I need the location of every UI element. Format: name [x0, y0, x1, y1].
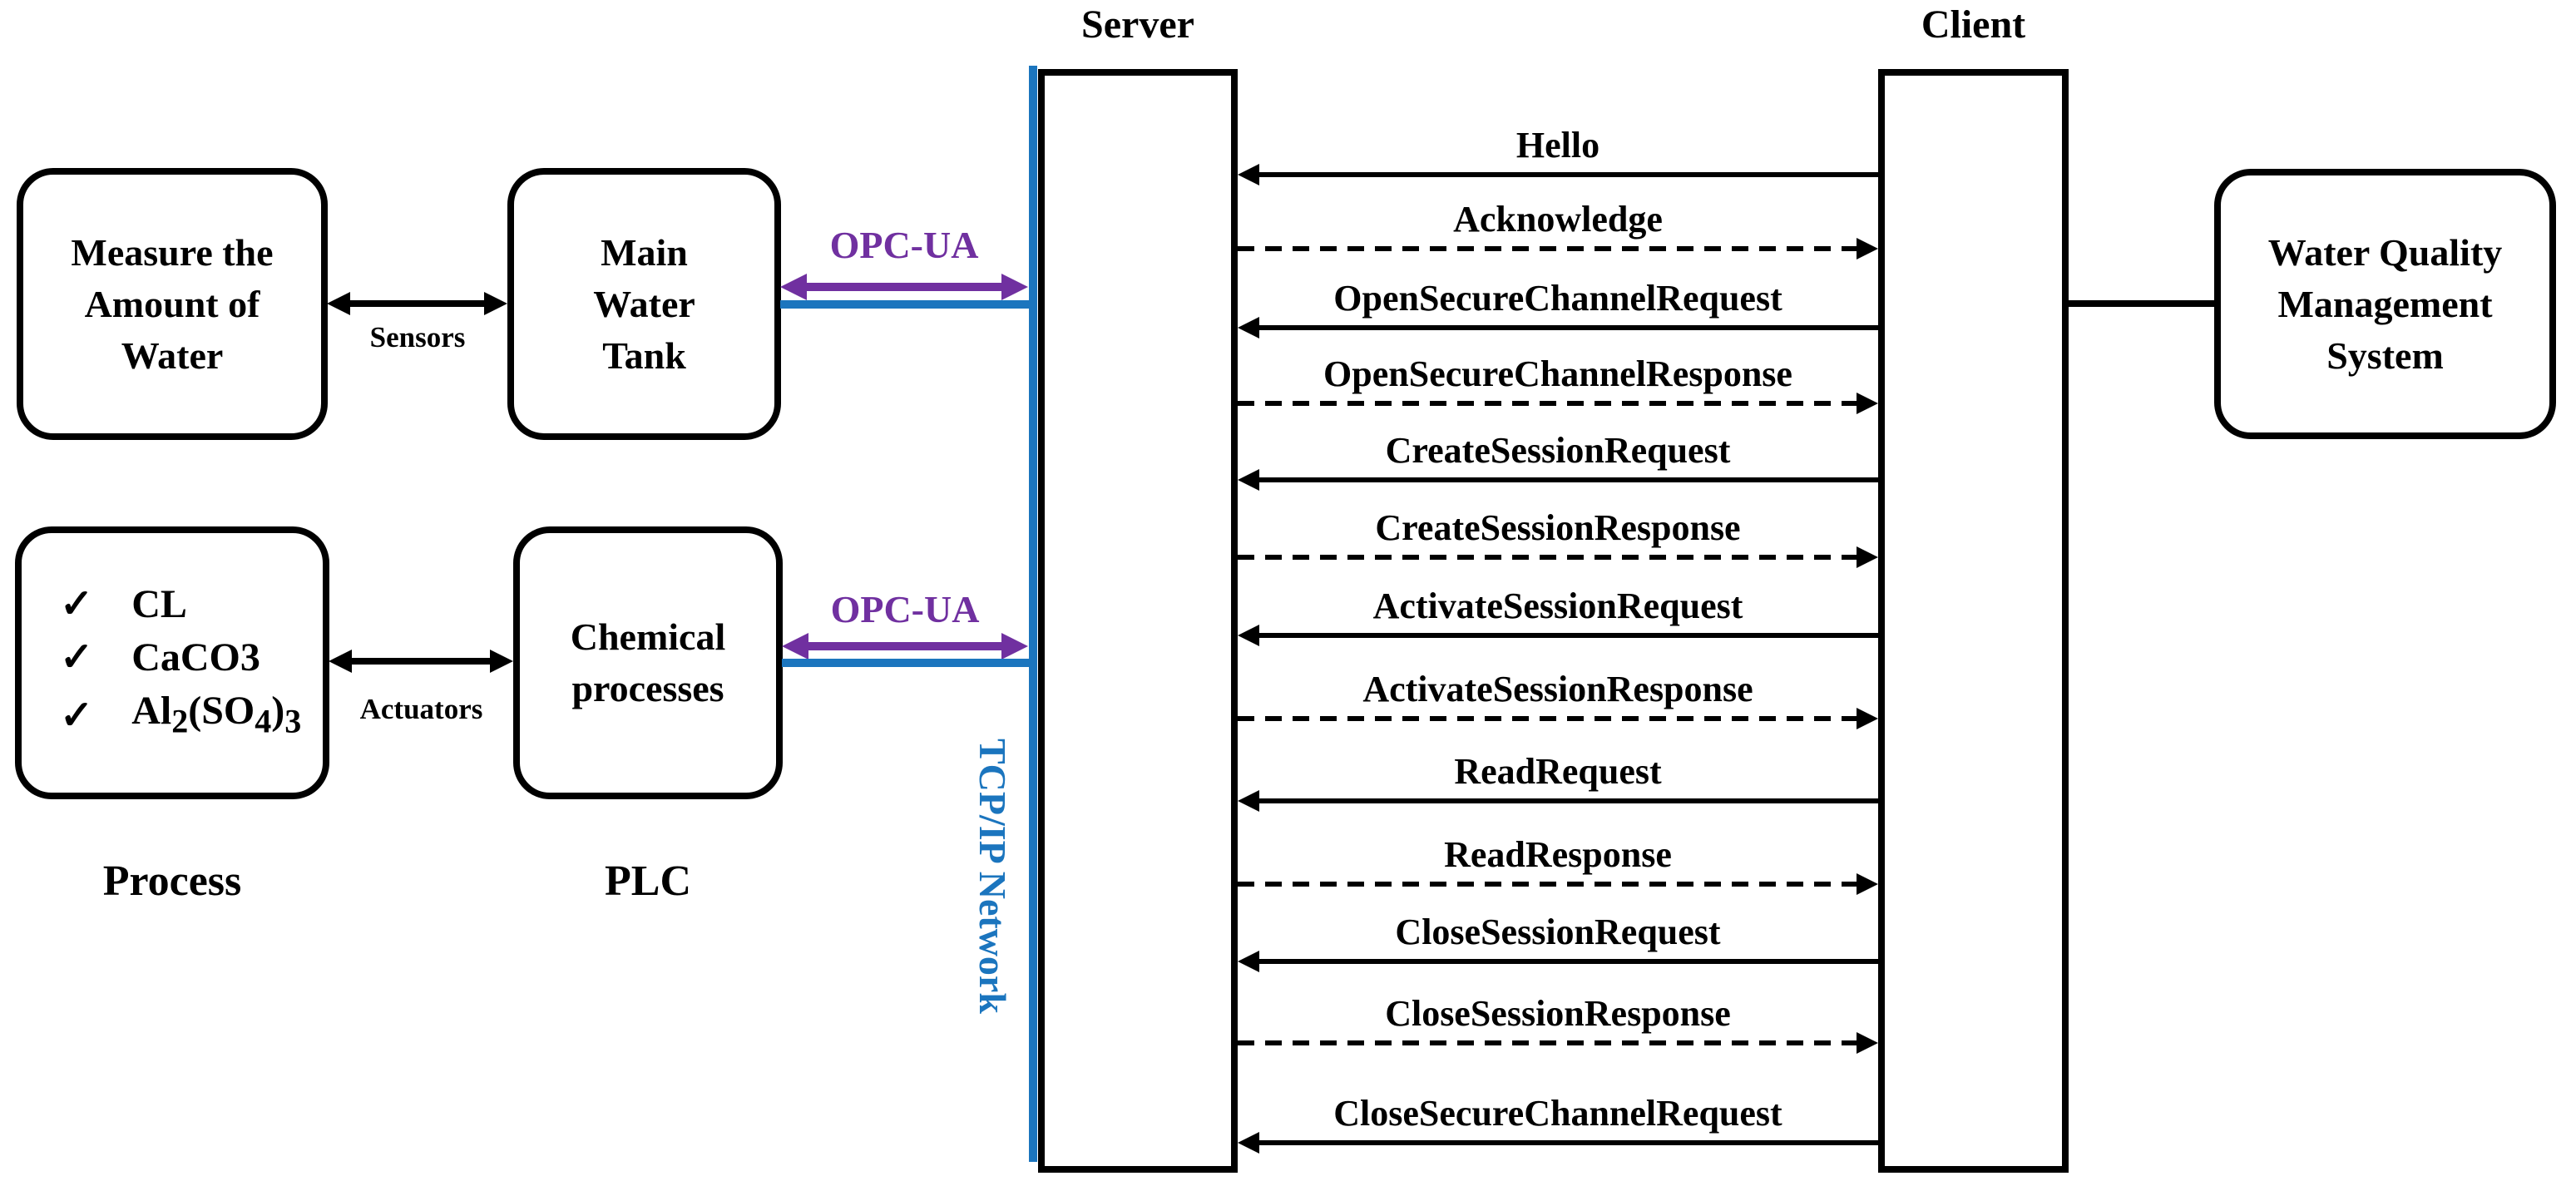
message-arrow-line — [1258, 477, 1878, 482]
message-arrow-line — [1258, 633, 1878, 638]
message-arrow-line — [1258, 1140, 1878, 1145]
message-label: ReadResponse — [1444, 834, 1672, 875]
message-label: CloseSessionRequest — [1395, 912, 1721, 952]
arrowhead-icon — [1857, 546, 1878, 568]
message-arrow-line — [1238, 882, 1858, 887]
arrow-shaft — [345, 658, 497, 665]
wqms-line: Water Quality — [2267, 230, 2503, 274]
arrow-shaft — [802, 283, 1006, 291]
server-title: Server — [1081, 2, 1194, 47]
chemical-processes-box: Chemical processes — [513, 526, 783, 799]
measure-water-line: Water — [121, 334, 224, 377]
message-arrow-line — [1238, 1040, 1858, 1045]
tcpip-link-top — [780, 300, 1037, 309]
message-arrow-line — [1238, 716, 1858, 721]
measure-water-line: Amount of — [84, 282, 260, 325]
checklist-item: ✓ CaCO3 — [60, 635, 260, 679]
message-arrow-line — [1258, 959, 1878, 964]
arrowhead-icon — [1238, 317, 1259, 339]
message-label: OpenSecureChannelRequest — [1333, 278, 1782, 319]
arrowhead-right-icon — [490, 650, 513, 673]
arrowhead-icon — [1857, 238, 1878, 259]
arrowhead-icon — [1857, 708, 1878, 729]
arrowhead-icon — [1238, 625, 1259, 646]
wqms-line: Management — [2277, 282, 2493, 325]
main-water-tank-line: Water — [593, 282, 695, 325]
opcua-label-top: OPC-UA — [829, 224, 979, 266]
wqms-box: Water Quality Management System — [2214, 169, 2556, 439]
checklist-item: ✓ CL — [60, 581, 187, 626]
process-caption: Process — [102, 857, 242, 905]
arrowhead-icon — [1238, 1132, 1259, 1154]
message-label: CreateSessionRequest — [1385, 430, 1731, 471]
measure-water-box: Measure the Amount of Water — [17, 168, 328, 440]
check-icon: ✓ — [60, 635, 94, 679]
check-icon: ✓ — [60, 581, 94, 626]
arrow-shaft — [344, 300, 491, 307]
message-label: CloseSessionResponse — [1385, 993, 1731, 1034]
checklist-item: ✓ Al2(SO4)3 — [60, 688, 302, 742]
message-arrow-line — [1258, 325, 1878, 330]
arrowhead-icon — [1238, 951, 1259, 972]
check-icon: ✓ — [60, 694, 94, 738]
client-lifeline — [1878, 69, 2069, 1173]
checklist-item-label: Al2(SO4)3 — [131, 688, 302, 740]
chemical-processes-line: Chemical — [570, 615, 726, 658]
sensors-label: Sensors — [369, 321, 466, 353]
tcpip-bus-line — [1029, 66, 1037, 1162]
arrowhead-icon — [1238, 469, 1259, 491]
measure-water-line: Measure the — [71, 230, 274, 274]
message-label: Acknowledge — [1453, 199, 1663, 240]
arrowhead-right-icon — [1001, 633, 1028, 660]
checklist-item-label: CaCO3 — [131, 635, 260, 679]
message-label: ActivateSessionResponse — [1362, 669, 1753, 709]
chemical-processes-line: processes — [571, 667, 724, 709]
message-arrow-line — [1258, 798, 1878, 803]
arrow-shaft — [803, 642, 1006, 650]
message-arrow-line — [1238, 401, 1858, 406]
chemicals-checklist-box: ✓ CL ✓ CaCO3 ✓ Al2(SO4)3 — [15, 526, 329, 799]
message-arrow-line — [1258, 172, 1878, 177]
client-wqms-connector — [2068, 300, 2214, 307]
main-water-tank-box: Main Water Tank — [507, 168, 781, 440]
tcpip-network-label: TCP/IP Network — [972, 739, 1014, 1014]
message-label: CreateSessionResponse — [1375, 507, 1741, 548]
main-water-tank-line: Tank — [602, 334, 686, 377]
message-label: OpenSecureChannelResponse — [1323, 353, 1792, 394]
arrowhead-icon — [1857, 393, 1878, 414]
message-arrow-line — [1238, 246, 1858, 251]
actuators-label: Actuators — [359, 693, 483, 725]
main-water-tank-line: Main — [601, 230, 688, 274]
arrowhead-icon — [1857, 1032, 1878, 1054]
arrowhead-icon — [1857, 873, 1878, 895]
plc-caption: PLC — [605, 857, 691, 905]
client-title: Client — [1921, 2, 2026, 47]
opcua-label-bottom: OPC-UA — [830, 588, 980, 630]
arrowhead-icon — [1238, 164, 1259, 185]
arrowhead-right-icon — [484, 292, 507, 315]
server-lifeline — [1038, 69, 1238, 1173]
message-label: CloseSecureChannelRequest — [1333, 1093, 1782, 1134]
tcpip-link-bottom — [782, 659, 1037, 667]
message-arrow-line — [1238, 555, 1858, 560]
arrowhead-right-icon — [1001, 274, 1028, 300]
message-label: ActivateSessionRequest — [1372, 586, 1743, 626]
message-label: ReadRequest — [1454, 751, 1662, 792]
message-label: Hello — [1515, 125, 1600, 166]
wqms-line: System — [2326, 334, 2444, 377]
arrowhead-icon — [1238, 790, 1259, 812]
checklist-item-label: CL — [131, 581, 187, 626]
